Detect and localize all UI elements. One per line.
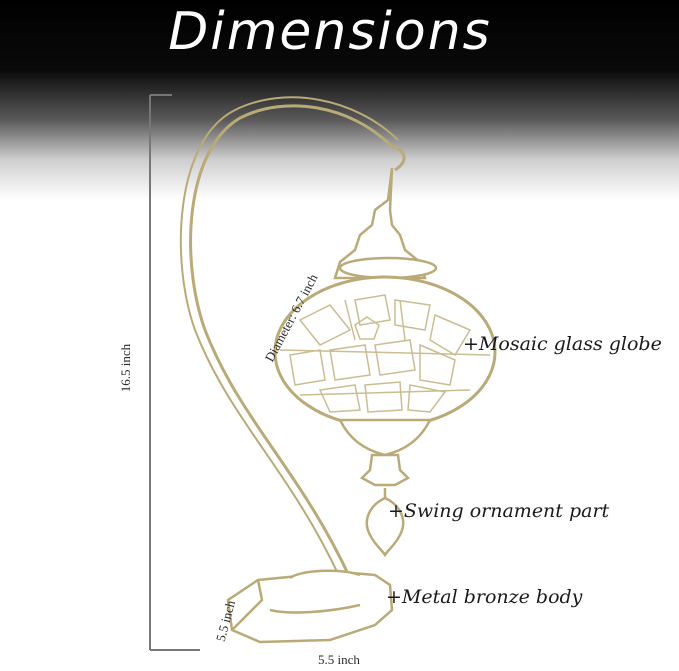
lamp-arm	[179, 96, 406, 579]
lamp-cap	[333, 167, 438, 280]
mosaic-glass-globe	[273, 275, 497, 429]
metal-base	[226, 569, 394, 644]
width-dimension-label: 5.5 inch	[318, 652, 360, 667]
height-dimension-line	[149, 94, 200, 651]
callout-mosaic-glass-globe: +Mosaic glass globe	[463, 333, 662, 355]
page-title: Dimensions	[168, 2, 492, 62]
height-dimension-label: 16.5 inch	[118, 343, 134, 393]
callout-metal-body: +Metal bronze body	[386, 586, 583, 608]
swing-ornament	[337, 418, 433, 558]
callout-swing-ornament: +Swing ornament part	[388, 500, 610, 522]
